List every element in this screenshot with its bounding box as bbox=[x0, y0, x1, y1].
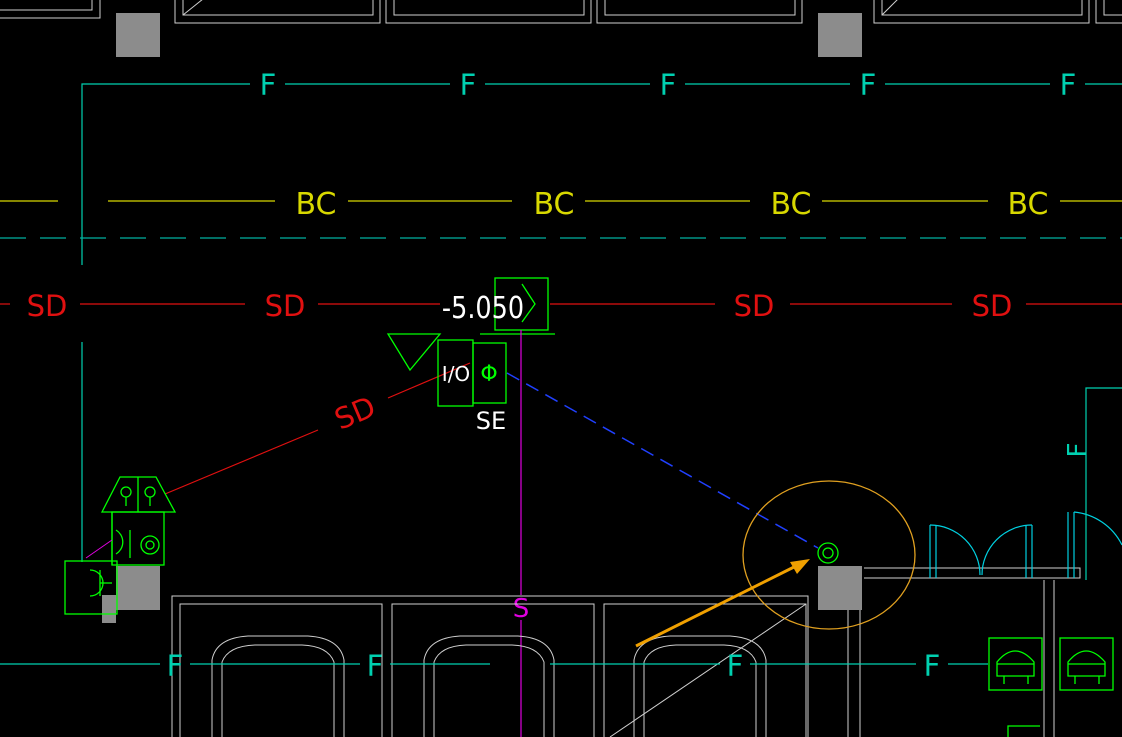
dashed-link-line bbox=[506, 372, 819, 549]
fire-line-label: F bbox=[727, 649, 744, 683]
sd-line-label: SD bbox=[265, 289, 306, 323]
io-unit-symbol[interactable] bbox=[386, 333, 507, 407]
right-structure bbox=[847, 567, 1081, 737]
parking-structure bbox=[171, 595, 809, 737]
fire-line-label: F bbox=[367, 649, 384, 683]
fire-line-label: F bbox=[1060, 68, 1077, 102]
bc-line-label: BC bbox=[1007, 187, 1048, 222]
fire-label-vertical: F bbox=[1063, 443, 1093, 458]
sd-line-label: SD bbox=[972, 289, 1013, 323]
fire-line-label: F bbox=[167, 649, 184, 683]
fire-line-label: F bbox=[260, 68, 277, 102]
fire-line-top[interactable] bbox=[81, 83, 1122, 265]
double-door bbox=[929, 511, 1122, 578]
sd-line-labels: SD SD SD SD SD bbox=[27, 289, 1013, 437]
sd-line[interactable] bbox=[0, 303, 1122, 495]
fire-line-label: F bbox=[924, 649, 941, 683]
pump-symbol[interactable] bbox=[64, 560, 118, 615]
top-structure bbox=[0, 0, 1122, 24]
structural-column bbox=[818, 13, 862, 57]
fire-hydrant-box[interactable] bbox=[988, 637, 1043, 691]
sd-line-label: SD bbox=[734, 289, 775, 323]
bc-line-label: BC bbox=[295, 187, 336, 222]
s-line-label: S bbox=[513, 594, 530, 624]
fire-line-label: F bbox=[660, 68, 677, 102]
structural-column bbox=[116, 13, 160, 57]
fire-line-label: F bbox=[460, 68, 477, 102]
bc-line-label: BC bbox=[770, 187, 811, 222]
elevation-label: -5.050 bbox=[442, 290, 524, 326]
highlight-circle bbox=[742, 480, 916, 630]
structural-column bbox=[818, 566, 862, 610]
column-base bbox=[102, 595, 116, 623]
bc-line-labels: BC BC BC BC bbox=[295, 187, 1048, 222]
phi-symbol: Φ bbox=[480, 362, 497, 387]
pointer-arrow bbox=[635, 559, 810, 648]
fire-line-labels-bottom: F F F F bbox=[167, 649, 941, 683]
equipment-edge bbox=[1007, 725, 1040, 737]
fire-line-right bbox=[1085, 387, 1122, 580]
bc-line-label: BC bbox=[533, 187, 574, 222]
fire-line-labels-top: F F F F F bbox=[260, 68, 1077, 102]
connector-line bbox=[85, 539, 113, 559]
io-label: I/O bbox=[442, 362, 470, 386]
se-label: SE bbox=[476, 407, 506, 435]
structural-column bbox=[116, 566, 160, 610]
drain-unit-symbol[interactable] bbox=[100, 476, 177, 566]
fire-line-label: F bbox=[860, 68, 877, 102]
sd-line-label: SD bbox=[27, 289, 68, 323]
fire-hydrant-box[interactable] bbox=[1059, 637, 1114, 691]
floor-drain-symbol[interactable] bbox=[817, 542, 839, 564]
